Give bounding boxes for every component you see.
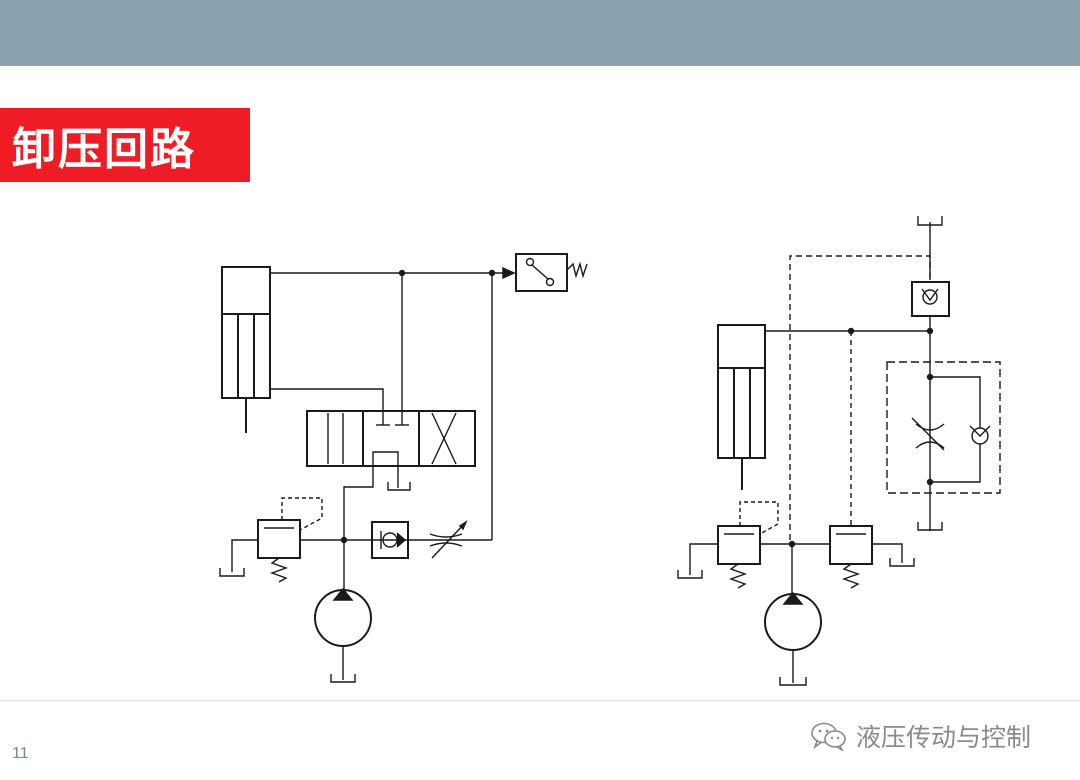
watermark-text: 液压传动与控制 bbox=[856, 723, 1032, 752]
header-bar bbox=[0, 0, 1080, 66]
watermark: 液压传动与控制 bbox=[810, 718, 1031, 754]
right-circuit bbox=[677, 216, 1001, 686]
left-pump bbox=[314, 587, 372, 683]
right-pump bbox=[764, 591, 822, 686]
right-pilot-check-valve bbox=[911, 281, 950, 317]
title-banner: 卸压回路 bbox=[0, 108, 250, 182]
left-throttle-valve bbox=[429, 520, 468, 559]
right-relief-valve-1 bbox=[677, 501, 779, 589]
right-throttle-check-module bbox=[886, 361, 1001, 494]
right-cylinder bbox=[717, 324, 766, 490]
slide-title: 卸压回路 bbox=[12, 124, 196, 175]
left-directional-valve bbox=[306, 410, 476, 491]
page-number: 11 bbox=[12, 745, 29, 762]
left-pressure-switch bbox=[515, 253, 588, 292]
footer-divider bbox=[0, 700, 1080, 701]
right-relief-valve-2 bbox=[829, 525, 915, 589]
left-cylinder bbox=[221, 266, 271, 433]
left-circuit bbox=[219, 253, 588, 683]
left-relief-valve bbox=[219, 497, 323, 583]
wechat-icon bbox=[811, 722, 846, 751]
left-check-valve bbox=[371, 521, 409, 559]
